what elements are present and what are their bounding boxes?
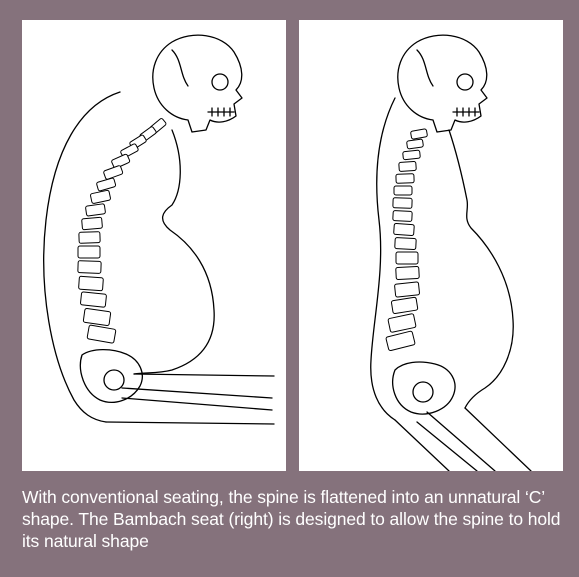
illustration-panel-bambach-seat	[299, 20, 563, 471]
illustration-panel-conventional-seating	[22, 20, 286, 471]
spine-vertebrae	[386, 129, 428, 351]
thigh-outline-lower	[395, 420, 449, 471]
thigh-outline-upper	[465, 408, 531, 471]
c-shaped-spine-illustration	[22, 20, 286, 471]
thigh-outline-upper	[134, 374, 274, 376]
skull	[153, 35, 242, 132]
figure-caption: With conventional seating, the spine is …	[22, 486, 562, 552]
s-shaped-spine-illustration	[299, 20, 563, 471]
pelvis	[393, 362, 455, 414]
thigh-bone	[122, 388, 272, 410]
torso-outline	[449, 130, 513, 408]
back-outline	[371, 98, 395, 420]
skull	[398, 35, 487, 132]
thigh-outline-lower	[106, 422, 274, 424]
pelvis	[80, 350, 142, 403]
spine-vertebrae	[78, 118, 167, 344]
torso-outline	[134, 130, 214, 374]
thigh-bone	[417, 412, 495, 471]
